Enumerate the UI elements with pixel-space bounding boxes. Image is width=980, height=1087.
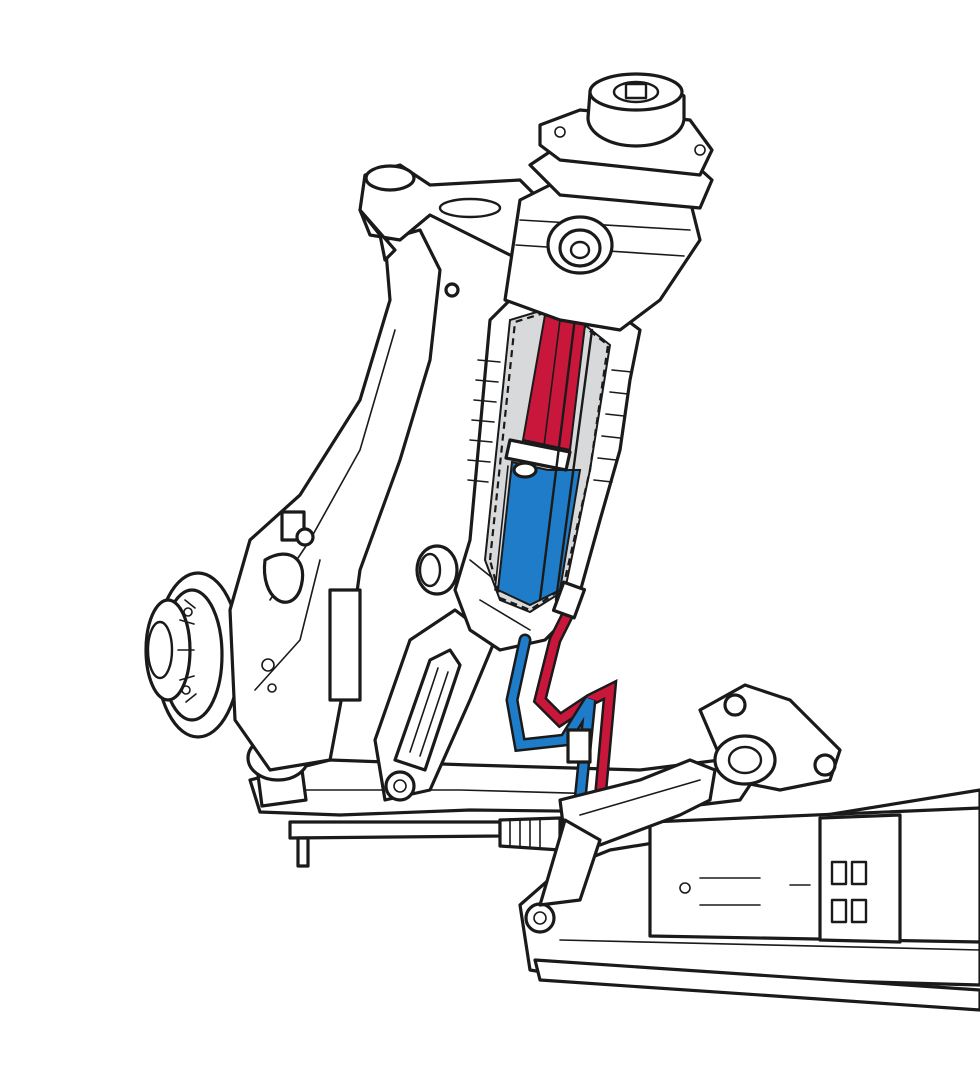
damper-cutaway [483,303,612,614]
front-mount-bracket [538,758,717,907]
steering-rack [648,806,980,944]
tie-rod [288,816,562,868]
strut-lower-fork [373,544,497,802]
lower-control-arm [248,683,842,817]
compression-line [507,636,594,804]
hydraulic-lines [505,580,618,807]
upper-control-arm [358,163,562,298]
steering-knuckle [228,228,442,772]
strut-top-mount [503,72,714,332]
wheel-hub [144,571,242,739]
rebound-line [535,596,615,804]
